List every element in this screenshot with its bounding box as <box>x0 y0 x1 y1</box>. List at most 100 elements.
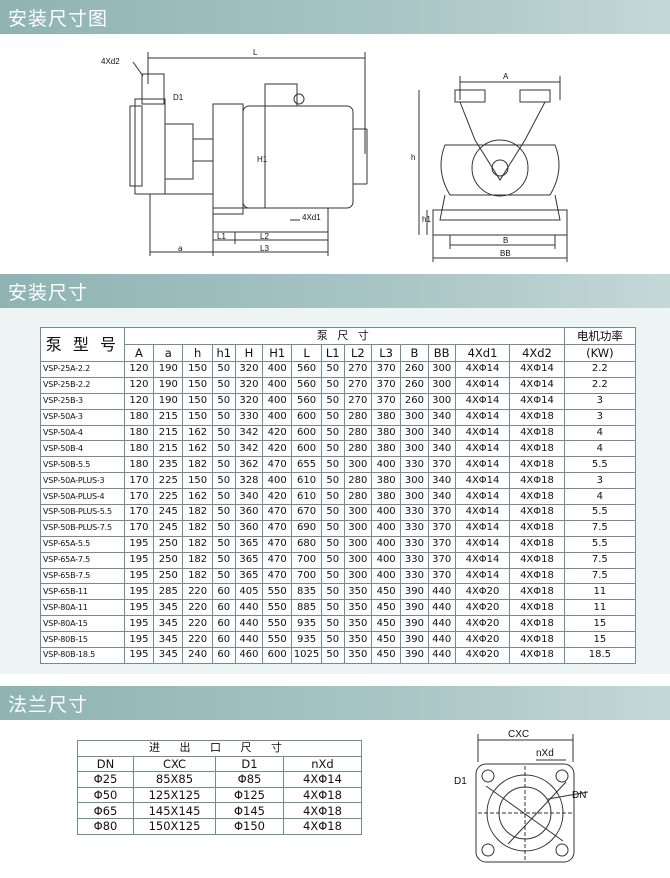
flange-cell: 4XΦ18 <box>283 802 362 819</box>
value-cell: 600 <box>262 647 293 664</box>
flange-nXd-label: nXd <box>536 748 554 759</box>
value-cell: 440 <box>427 583 456 601</box>
value-cell: 280 <box>343 408 372 426</box>
value-cell: 4XΦ14 <box>454 504 511 521</box>
value-cell: 4XΦ18 <box>509 472 565 490</box>
value-cell: 342 <box>234 440 264 458</box>
flange-cell: Φ145 <box>215 802 284 819</box>
value-cell: 50 <box>320 567 345 585</box>
value-cell: 220 <box>182 615 213 633</box>
value-cell: 4 <box>563 440 637 458</box>
value-cell: 390 <box>400 631 429 649</box>
value-cell: 4XΦ14 <box>454 440 511 458</box>
value-cell: 4XΦ14 <box>454 392 511 410</box>
value-cell: 5.5 <box>563 504 637 521</box>
value-cell: 440 <box>427 599 456 617</box>
value-cell: 4XΦ18 <box>509 488 565 506</box>
value-cell: 270 <box>343 376 372 394</box>
value-cell: 120 <box>123 361 155 378</box>
value-cell: 190 <box>153 361 184 378</box>
value-cell: 440 <box>234 615 264 633</box>
value-cell: 370 <box>427 519 456 537</box>
value-cell: 300 <box>400 408 429 426</box>
value-cell: 400 <box>262 392 293 410</box>
value-cell: 700 <box>291 567 322 585</box>
value-cell: 170 <box>123 504 155 521</box>
col-header: H <box>234 344 264 362</box>
value-cell: 50 <box>320 408 345 426</box>
value-cell: 60 <box>211 583 236 601</box>
value-cell: 345 <box>153 647 184 664</box>
value-cell: 4XΦ20 <box>454 631 511 649</box>
value-cell: 320 <box>234 392 264 410</box>
col-header: CXC <box>133 755 216 773</box>
value-cell: 300 <box>343 551 372 569</box>
value-cell: 300 <box>427 361 456 378</box>
value-cell: 120 <box>123 392 155 410</box>
value-cell: 50 <box>320 551 345 569</box>
value-cell: 50 <box>211 488 236 506</box>
value-cell: 250 <box>153 551 184 569</box>
value-cell: 300 <box>400 440 429 458</box>
value-cell: 162 <box>182 488 213 506</box>
value-cell: 370 <box>370 361 402 378</box>
value-cell: 182 <box>182 551 213 569</box>
value-cell: 370 <box>370 392 402 410</box>
value-cell: 390 <box>400 583 429 601</box>
section-title: 法兰尺寸 <box>8 694 89 716</box>
value-cell: 182 <box>182 535 213 553</box>
value-cell: 365 <box>234 535 264 553</box>
value-cell: 550 <box>262 631 293 649</box>
value-cell: 370 <box>427 456 456 474</box>
value-cell: 190 <box>153 376 184 394</box>
value-cell: 150 <box>182 472 213 490</box>
value-cell: 360 <box>234 504 264 521</box>
flange-header: 进 出 口 尺 寸 <box>77 740 362 757</box>
value-cell: 370 <box>427 567 456 585</box>
value-cell: 390 <box>400 615 429 633</box>
value-cell: 50 <box>320 456 345 474</box>
value-cell: 600 <box>291 440 322 458</box>
value-cell: 340 <box>234 488 264 506</box>
col-header: DN <box>77 755 134 773</box>
flange-D1-label: D1 <box>454 776 467 787</box>
value-cell: 380 <box>370 440 402 458</box>
col-header: D1 <box>215 755 284 773</box>
value-cell: 450 <box>370 583 402 601</box>
value-cell: 440 <box>427 615 456 633</box>
value-cell: 300 <box>400 472 429 490</box>
value-cell: 280 <box>343 472 372 490</box>
value-cell: 4XΦ18 <box>509 424 565 442</box>
value-cell: 245 <box>153 519 184 537</box>
col-header: L1 <box>320 344 345 362</box>
section-header-install-dims: 安装尺寸 <box>0 274 670 308</box>
value-cell: 935 <box>291 631 322 649</box>
value-cell: 3 <box>563 472 637 490</box>
col-header: L2 <box>343 344 372 362</box>
value-cell: 460 <box>234 647 264 664</box>
value-cell: 50 <box>211 551 236 569</box>
flange-cell: Φ125 <box>215 786 284 804</box>
value-cell: 280 <box>343 440 372 458</box>
flange-cell: 4XΦ18 <box>283 817 362 835</box>
model-cell: VSP-25B-3 <box>40 392 125 410</box>
value-cell: 390 <box>400 599 429 617</box>
col-header: nXd <box>283 755 362 773</box>
value-cell: 370 <box>427 535 456 553</box>
dim-h-label: h <box>411 153 415 162</box>
value-cell: 835 <box>291 583 322 601</box>
model-cell: VSP-25B-2.2 <box>40 376 125 394</box>
value-cell: 195 <box>123 583 155 601</box>
value-cell: 370 <box>370 376 402 394</box>
value-cell: 180 <box>123 424 155 442</box>
value-cell: 340 <box>427 472 456 490</box>
